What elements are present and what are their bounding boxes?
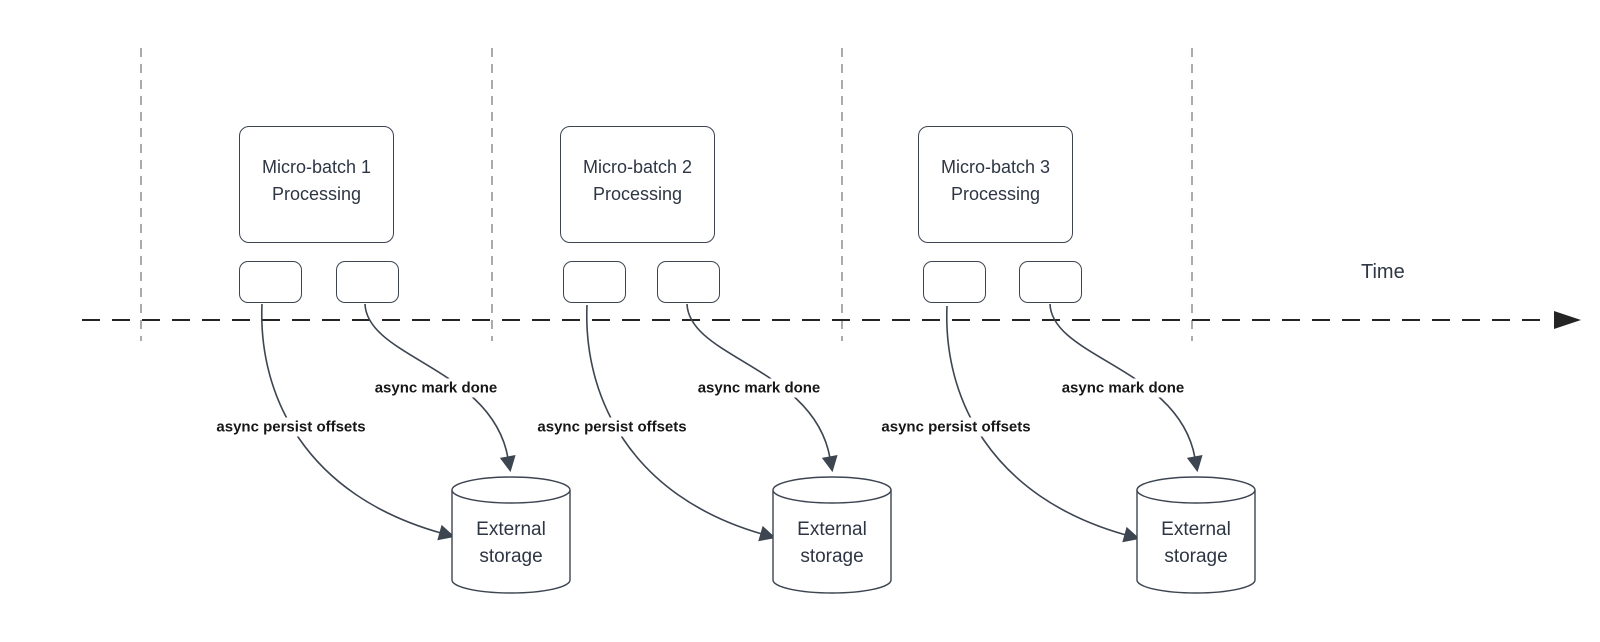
task-box-left-1 xyxy=(239,261,302,303)
mark-done-arrow-2 xyxy=(686,303,838,473)
mark-done-arrow-3 xyxy=(1049,303,1203,473)
storage-3-line2: storage xyxy=(1164,546,1228,567)
task-box-right-3 xyxy=(1019,261,1082,303)
storage-cylinder-3 xyxy=(1136,476,1256,594)
persist-offsets-arrow-2 xyxy=(585,304,776,542)
mark-done-label-3: async mark done xyxy=(1058,378,1188,398)
time-axis-label: Time xyxy=(1361,261,1405,283)
storage-1-line2: storage xyxy=(479,546,543,567)
mark-done-arrow-1 xyxy=(364,303,516,473)
task-box-right-1 xyxy=(336,261,399,303)
micro-batch-2-processing-box: Micro-batch 2 Processing xyxy=(560,126,715,243)
mark-done-label-1: async mark done xyxy=(371,378,501,398)
persist-offsets-arrow-3 xyxy=(945,305,1140,543)
micro-batch-1-title: Micro-batch 1 xyxy=(261,156,372,177)
storage-cylinder-2 xyxy=(772,476,892,594)
micro-batch-1-subtitle: Processing xyxy=(271,183,362,204)
time-axis-arrowhead-icon xyxy=(1554,311,1581,329)
persist-offsets-label-1: async persist offsets xyxy=(213,417,369,437)
mark-done-label-2: async mark done xyxy=(694,378,824,398)
micro-batch-2-title: Micro-batch 2 xyxy=(582,156,693,177)
storage-cylinder-3-label: External storage xyxy=(1137,516,1255,570)
task-box-left-3 xyxy=(923,261,986,303)
storage-2-line1: External xyxy=(797,519,867,540)
persist-offsets-label-2: async persist offsets xyxy=(534,417,690,437)
storage-2-line2: storage xyxy=(800,546,864,567)
storage-cylinder-2-label: External storage xyxy=(773,516,891,570)
task-box-left-2 xyxy=(563,261,626,303)
task-box-right-2 xyxy=(657,261,720,303)
persist-offsets-label-3: async persist offsets xyxy=(878,417,1034,437)
persist-offsets-arrow-1 xyxy=(260,303,455,541)
storage-1-line1: External xyxy=(476,519,546,540)
storage-cylinder-1-label: External storage xyxy=(452,516,570,570)
micro-batch-3-subtitle: Processing xyxy=(950,183,1041,204)
micro-batch-3-processing-box: Micro-batch 3 Processing xyxy=(918,126,1073,243)
micro-batch-3-title: Micro-batch 3 xyxy=(940,156,1051,177)
storage-3-line1: External xyxy=(1161,519,1231,540)
micro-batch-1-processing-box: Micro-batch 1 Processing xyxy=(239,126,394,243)
storage-cylinder-1 xyxy=(451,476,571,594)
micro-batch-2-subtitle: Processing xyxy=(592,183,683,204)
